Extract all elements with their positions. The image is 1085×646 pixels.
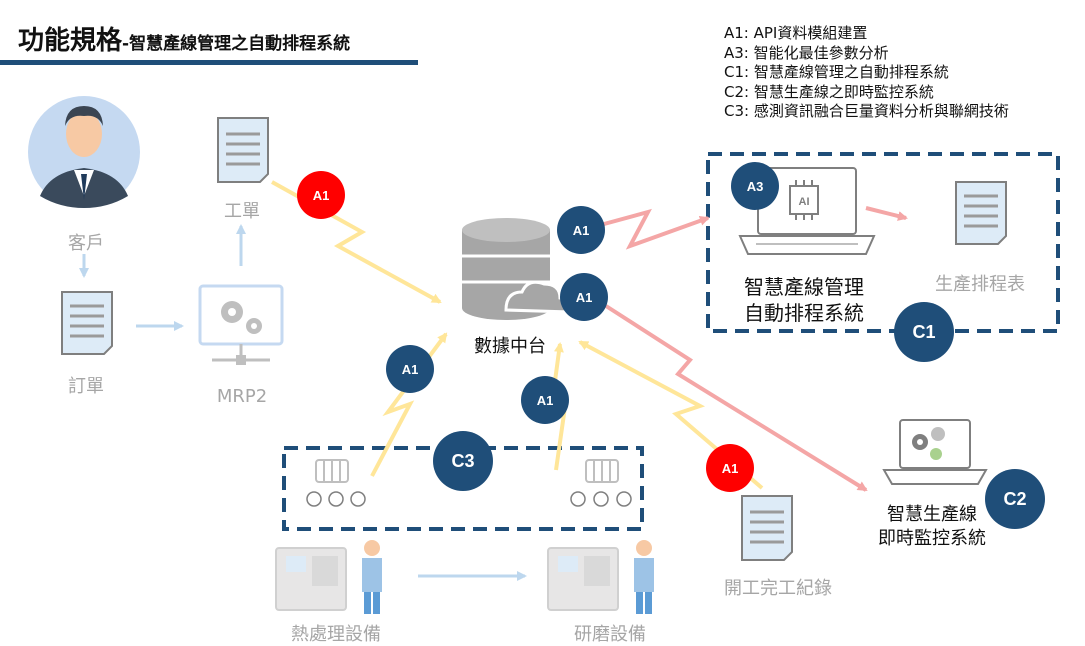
- title-sub: -智慧產線管理之自動排程系統: [122, 34, 351, 54]
- order-label: 訂單: [68, 376, 104, 397]
- a1-badge-workorder: A1: [297, 171, 345, 219]
- work-order-label: 工單: [224, 201, 260, 222]
- monitor-label-line1: 智慧生產線: [887, 504, 977, 525]
- legend-item-a1: A1: API資料模組建置: [724, 24, 868, 42]
- scheduling-label-line2: 自動排程系統: [744, 301, 864, 325]
- page-title: 功能規格-智慧產線管理之自動排程系統: [18, 20, 350, 57]
- work-order-document-icon: [217, 117, 269, 183]
- order-document-icon: [61, 291, 113, 355]
- ai-chip-label: AI: [799, 196, 810, 208]
- sensor-motor-icon-right: [570, 459, 632, 507]
- scheduling-label-line1: 智慧產線管理: [744, 275, 864, 299]
- a1-badge-record: A1: [706, 444, 754, 492]
- monitoring-system-label: 智慧生產線 即時監控系統: [878, 503, 986, 551]
- production-schedule-label: 生產排程表: [935, 274, 1025, 295]
- mrp-label: MRP2: [216, 386, 268, 407]
- a1-badge-c3-left: A1: [386, 345, 434, 393]
- legend-item-c3: C3: 感測資訊融合巨量資料分析與聯網技術: [724, 102, 1009, 120]
- c2-badge: C2: [985, 469, 1045, 529]
- grinding-label: 研磨設備: [574, 624, 646, 645]
- legend: A1: API資料模組建置 A3: 智能化最佳參數分析 C1: 智慧產線管理之自…: [724, 24, 1009, 122]
- customer-label: 客戶: [68, 233, 104, 254]
- sensor-motor-icon-left: [306, 459, 366, 507]
- monitor-label-line2: 即時監控系統: [878, 528, 986, 549]
- legend-item-a3: A3: 智能化最佳參數分析: [724, 43, 889, 62]
- a1-badge-scheduling-link: A1: [557, 206, 605, 254]
- a1-badge-c3-right: A1: [521, 376, 569, 424]
- production-schedule-document-icon: [955, 181, 1007, 245]
- mrp-monitor-icon: [198, 284, 284, 365]
- scheduling-laptop-icon: [738, 167, 876, 255]
- legend-item-c2: C2: 智慧生產線之即時監控系統: [724, 82, 934, 101]
- data-platform-label: 數據中台: [474, 336, 546, 357]
- title-main: 功能規格: [18, 26, 123, 56]
- c3-badge: C3: [433, 431, 493, 491]
- title-underline: [0, 60, 418, 65]
- platform-to-scheduling-link: [581, 208, 710, 250]
- platform-to-monitor-link: [604, 304, 868, 492]
- a1-badge-monitor-link: A1: [560, 273, 608, 321]
- scheduling-to-table-arrow: [865, 206, 908, 221]
- work-record-label: 開工完工紀錄: [724, 578, 832, 599]
- a3-badge: A3: [731, 162, 779, 210]
- database-cloud-icon: [462, 218, 572, 320]
- scheduling-system-label: 智慧產線管理 自動排程系統: [744, 274, 864, 326]
- monitoring-laptop-icon: [882, 419, 988, 485]
- legend-item-c1: C1: 智慧產線管理之自動排程系統: [724, 63, 949, 81]
- customer-avatar-icon: [28, 96, 140, 208]
- grinding-machine-icon: [547, 540, 654, 614]
- heat-treatment-machine-icon: [275, 540, 382, 614]
- work-record-document-icon: [741, 495, 793, 561]
- c1-badge: C1: [894, 302, 954, 362]
- heat-treatment-label: 熱處理設備: [291, 624, 381, 645]
